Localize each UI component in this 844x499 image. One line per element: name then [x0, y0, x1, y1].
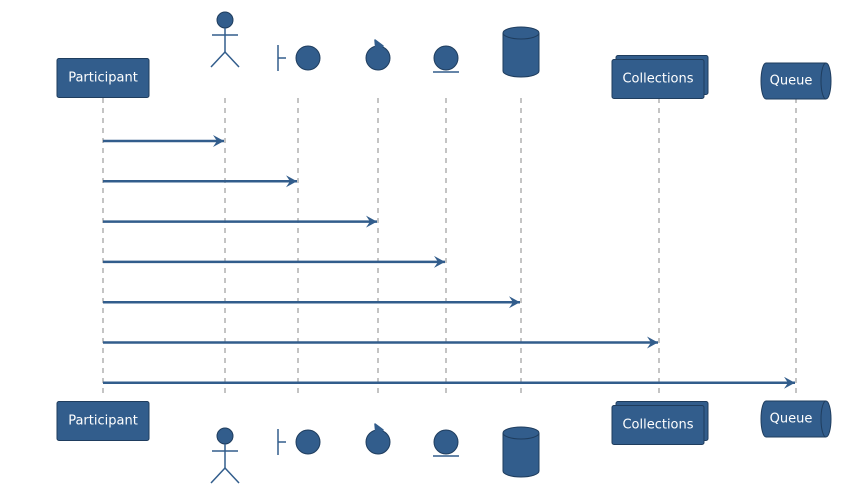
participant-collections-foot: Collections [611, 401, 709, 445]
participant-collections-head: Collections [611, 55, 709, 99]
queue-head-label: Queue [770, 74, 813, 89]
collections-head-label: Collections [622, 72, 693, 87]
participant-participant-foot: Participant [56, 401, 150, 441]
participant-foot-label: Participant [68, 414, 138, 429]
control-foot-control-icon [365, 423, 391, 455]
participant-boundary-foot [277, 429, 321, 455]
collections-head-box [611, 59, 705, 99]
collections-foot-label: Collections [622, 418, 693, 433]
collections-foot-box [611, 405, 705, 445]
participant-actor-head [210, 11, 240, 68]
database-foot-database-icon [502, 426, 540, 478]
participant-participant-head: Participant [56, 58, 150, 98]
boundary-foot-boundary-icon [277, 429, 321, 455]
participant-foot-box [56, 401, 150, 441]
participant-entity-foot [433, 429, 459, 457]
entity-foot-entity-icon [433, 429, 459, 457]
database-head-database-icon [502, 26, 540, 78]
participant-database-head [502, 26, 540, 78]
boundary-head-boundary-icon [277, 45, 321, 71]
participant-heads: Participant Collections Queue [56, 11, 832, 100]
control-head-control-icon [365, 39, 391, 71]
actor-head-actor-icon [210, 11, 240, 68]
participant-actor-foot [210, 427, 240, 484]
entity-head-entity-icon [433, 45, 459, 73]
participant-head-box [56, 58, 150, 98]
participant-control-foot [365, 423, 391, 455]
actor-foot-actor-icon [210, 427, 240, 484]
participant-queue-foot: Queue [760, 400, 832, 438]
participant-boundary-head [277, 45, 321, 71]
participant-feet: Participant Collections Queue [56, 400, 832, 484]
participant-entity-head [433, 45, 459, 73]
participant-database-foot [502, 426, 540, 478]
messages [103, 135, 795, 389]
participant-head-label: Participant [68, 71, 138, 86]
queue-foot-label: Queue [770, 412, 813, 427]
participant-control-head [365, 39, 391, 71]
participant-queue-head: Queue [760, 62, 832, 100]
lifelines [102, 98, 797, 398]
